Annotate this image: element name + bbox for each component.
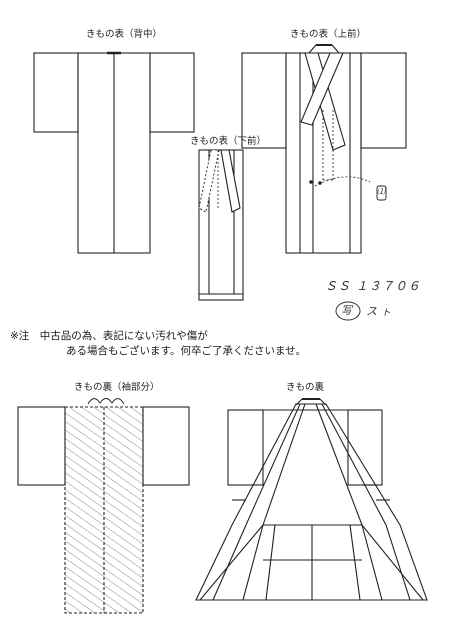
handwritten-code: ＳＳ １３７０６ <box>325 279 421 293</box>
notice-line-2: ある場合もございます。何卒ご了承くださいませ。 <box>66 345 307 357</box>
kimono-front-lower-drawing <box>198 149 244 301</box>
label-kimono-lining-sleeve: きもの裏（袖部分） <box>74 382 160 393</box>
label-kimono-front-upper: きもの表（上前） <box>290 29 367 40</box>
handwritten-initials: ス ㇳ <box>366 305 392 318</box>
label-kimono-lining: きもの裏 <box>286 382 325 393</box>
stamp-circle <box>335 301 361 321</box>
kimono-front-upper-drawing <box>241 44 407 254</box>
label-kimono-front-lower: きもの表（下前） <box>190 136 267 147</box>
label-kimono-back: きもの表（背中） <box>86 29 163 40</box>
kimono-lining-drawing <box>195 398 428 601</box>
kimono-back-drawing <box>33 51 195 254</box>
kimono-lining-sleeve-drawing <box>17 398 190 614</box>
handwritten-stamp-kanji: 写 <box>341 304 352 317</box>
notice-line-1: ※注 中古品の為、表記にない汚れや傷が <box>10 330 208 342</box>
handwritten-mark: ⑴ <box>377 187 385 196</box>
